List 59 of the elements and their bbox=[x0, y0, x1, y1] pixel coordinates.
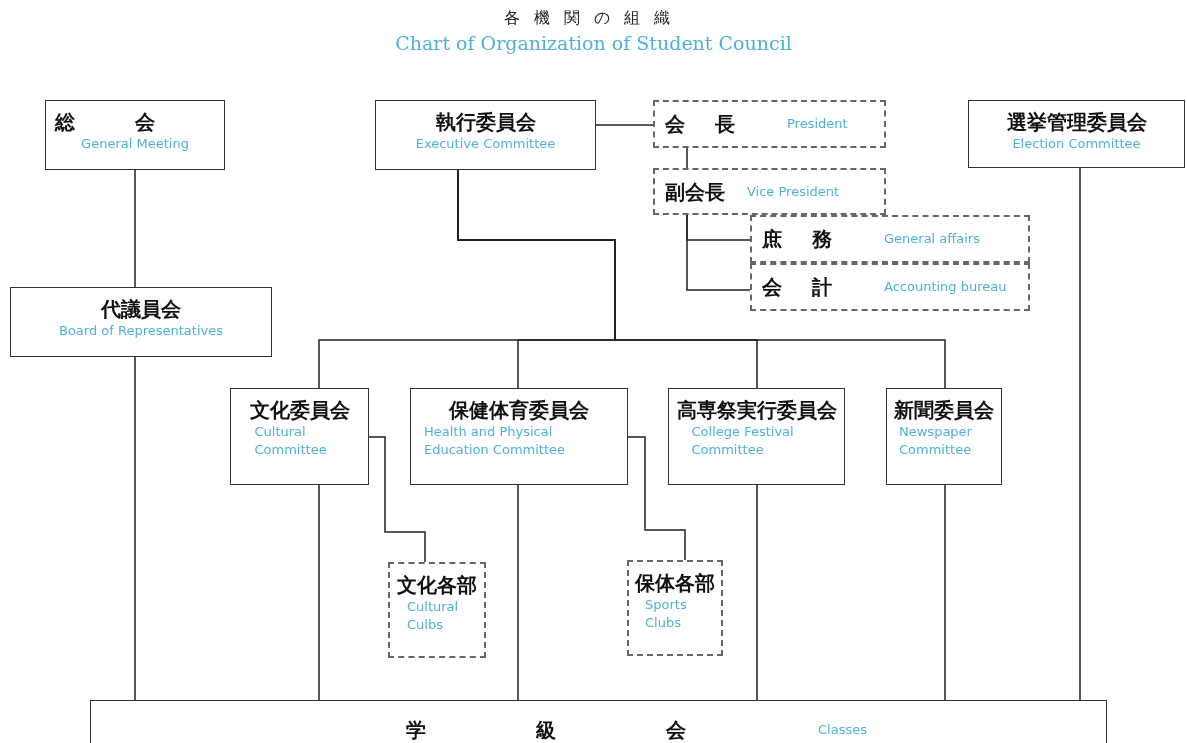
english-name: Classes bbox=[818, 721, 867, 739]
dashed-box bbox=[653, 168, 886, 215]
connector-line bbox=[756, 484, 758, 701]
connector-line bbox=[686, 147, 688, 169]
english-name: Election Committee bbox=[1012, 135, 1141, 153]
committee-box bbox=[668, 388, 845, 485]
committee-box bbox=[90, 700, 1107, 743]
english-name: College Festival Committee bbox=[691, 423, 795, 459]
english-name: Vice President bbox=[747, 182, 840, 201]
chart-subtitle: Chart of Organization of Student Council bbox=[394, 32, 793, 54]
committee-box bbox=[230, 388, 369, 485]
connector-line bbox=[595, 124, 654, 126]
committee-box bbox=[10, 287, 272, 357]
connector-line bbox=[944, 484, 946, 701]
committee-box bbox=[410, 388, 628, 485]
dashed-box bbox=[750, 263, 1030, 311]
connector-line bbox=[368, 436, 426, 563]
japanese-name: 総会 bbox=[55, 109, 215, 135]
japanese-name: 代議員会 bbox=[101, 296, 181, 322]
chart-title: 各機関の組織 bbox=[502, 8, 685, 29]
japanese-name: 会長 bbox=[665, 111, 765, 137]
english-name: Health and Physical Education Committee bbox=[424, 423, 566, 459]
japanese-name: 高専祭実行委員会 bbox=[676, 397, 837, 423]
japanese-name: 学級会 bbox=[406, 717, 796, 743]
connector-line bbox=[627, 436, 686, 561]
dashed-box bbox=[653, 100, 886, 148]
japanese-name: 会計 bbox=[762, 274, 862, 300]
connector-line bbox=[686, 214, 751, 291]
english-name: Board of Representatives bbox=[59, 322, 223, 340]
english-name: President bbox=[787, 115, 848, 133]
english-name: General Meeting bbox=[81, 135, 189, 153]
english-name: Sports Clubs bbox=[645, 596, 688, 632]
connector-line bbox=[517, 484, 519, 701]
english-name: Cultural Culbs bbox=[407, 598, 460, 634]
dashed-box bbox=[750, 215, 1030, 263]
dashed-box bbox=[388, 562, 486, 658]
connector-line bbox=[1079, 167, 1081, 701]
japanese-name: 文化各部 bbox=[397, 572, 477, 598]
japanese-name: 保体各部 bbox=[635, 570, 715, 596]
japanese-name: 保健体育委員会 bbox=[449, 397, 589, 423]
japanese-name: 副会長 bbox=[665, 178, 725, 205]
committee-box bbox=[45, 100, 225, 170]
english-name: General affairs bbox=[884, 230, 980, 248]
committee-box bbox=[375, 100, 596, 170]
japanese-name: 選挙管理委員会 bbox=[1006, 109, 1147, 135]
japanese-name: 新聞委員会 bbox=[894, 397, 994, 423]
connector-line bbox=[318, 484, 320, 701]
japanese-name: 執行委員会 bbox=[435, 109, 536, 135]
connector-line bbox=[134, 169, 136, 288]
committee-box bbox=[886, 388, 1002, 485]
japanese-name: 庶務 bbox=[762, 226, 862, 252]
english-name: Accounting bureau bbox=[884, 278, 1007, 296]
japanese-name: 文化委員会 bbox=[249, 397, 350, 423]
english-name: Cultural Committee bbox=[254, 423, 328, 459]
connector-line bbox=[134, 356, 136, 701]
english-name: Executive Committee bbox=[415, 135, 556, 153]
dashed-box bbox=[627, 560, 723, 656]
committee-box bbox=[968, 100, 1185, 168]
english-name: Newspaper Committee bbox=[899, 423, 973, 459]
